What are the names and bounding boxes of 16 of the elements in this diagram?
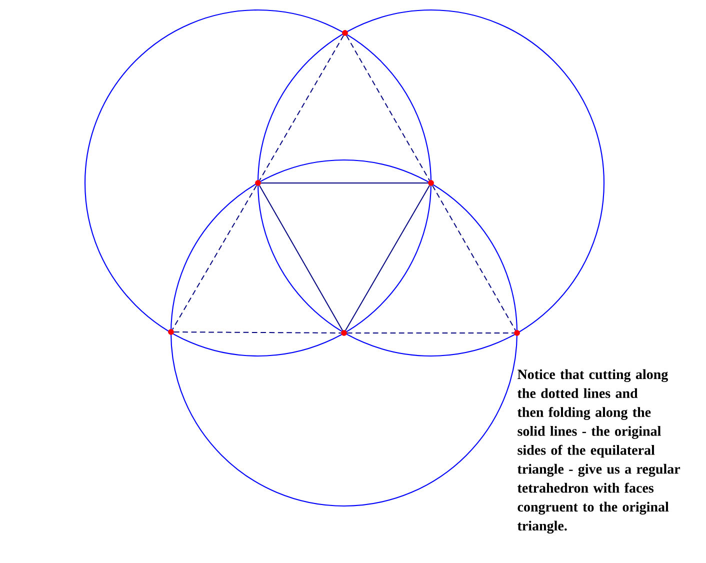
point xyxy=(514,330,520,336)
cut-line xyxy=(258,35,344,181)
cut-line xyxy=(432,185,516,331)
cut-line xyxy=(346,332,515,334)
point xyxy=(341,330,347,336)
cut-line xyxy=(172,185,258,330)
point xyxy=(342,30,348,36)
point xyxy=(428,180,434,186)
point xyxy=(255,180,261,186)
cut-line xyxy=(346,35,430,181)
fold-line xyxy=(344,185,430,331)
cut-line xyxy=(173,332,342,334)
fold-line xyxy=(260,182,429,184)
fold-line xyxy=(258,185,344,331)
point xyxy=(168,329,174,335)
note: Notice that cutting along the dotted lines and then folding along the solid lines - the original sides of the equilateral triangle - give us a regular tetrahedron with faces congruent to the original triangle. xyxy=(518,369,680,534)
